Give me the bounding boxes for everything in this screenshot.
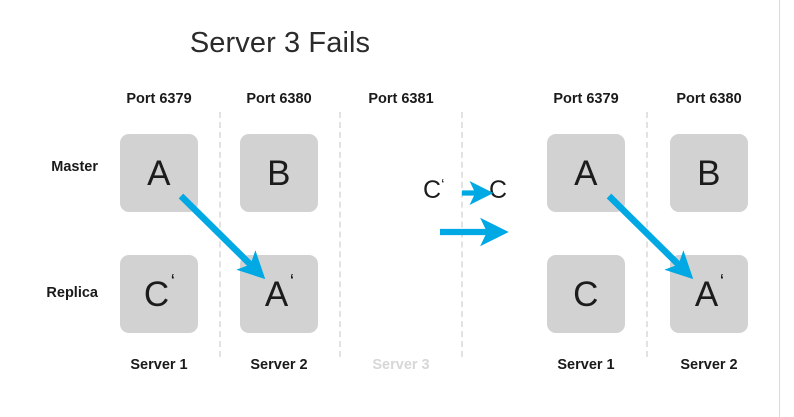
port-label-p1-c1: Port 6380 <box>676 91 742 107</box>
port-label-p1-c0: Port 6379 <box>553 91 619 107</box>
node-master-server1-before[interactable]: A <box>120 134 198 212</box>
node-master-server2-after[interactable]: B <box>670 134 748 212</box>
port-label-p0-c2: Port 6381 <box>368 91 434 107</box>
legend-promotion-target: C <box>489 176 507 205</box>
legend-target-letter: C <box>489 176 508 204</box>
node-prime: ‘ <box>719 270 725 293</box>
column-divider-4 <box>646 112 648 357</box>
port-label-p0-c0: Port 6379 <box>126 91 192 107</box>
node-master-server1-after[interactable]: A <box>547 134 625 212</box>
node-glyph: A <box>574 153 598 193</box>
legend-source-prime: ‘ <box>441 176 445 193</box>
node-prime: ‘ <box>170 270 176 293</box>
row-label-replica: Replica <box>46 285 98 301</box>
node-glyph: B <box>697 153 721 193</box>
slide-right-border <box>779 0 780 417</box>
server-label-p1-c0: Server 1 <box>557 357 615 373</box>
node-glyph: B <box>267 153 291 193</box>
server-label-p0-c1: Server 2 <box>250 357 308 373</box>
node-replica-server1-after[interactable]: C <box>547 255 625 333</box>
server-label-p0-c0: Server 1 <box>130 357 188 373</box>
column-divider-1 <box>219 112 221 357</box>
column-divider-2 <box>339 112 341 357</box>
row-label-master: Master <box>51 159 98 175</box>
node-glyph: A <box>264 274 289 314</box>
node-master-server2-before[interactable]: B <box>240 134 318 212</box>
node-glyph: C <box>143 274 170 314</box>
server-label-p1-c1: Server 2 <box>680 357 738 373</box>
node-replica-server2-after[interactable]: A‘ <box>670 255 748 333</box>
node-prime: ‘ <box>289 270 295 293</box>
node-replica-server1-before[interactable]: C‘ <box>120 255 198 333</box>
node-replica-server2-before[interactable]: A‘ <box>240 255 318 333</box>
legend-source-letter: C <box>423 176 442 204</box>
node-glyph: A <box>147 153 171 193</box>
node-glyph: A <box>694 274 719 314</box>
node-glyph: C <box>573 274 599 314</box>
column-divider-3 <box>461 112 463 357</box>
legend-promotion-source: C‘ <box>423 176 444 205</box>
server-label-p0-c2: Server 3 <box>372 357 430 373</box>
page-title: Server 3 Fails <box>189 27 371 59</box>
port-label-p0-c1: Port 6380 <box>246 91 312 107</box>
